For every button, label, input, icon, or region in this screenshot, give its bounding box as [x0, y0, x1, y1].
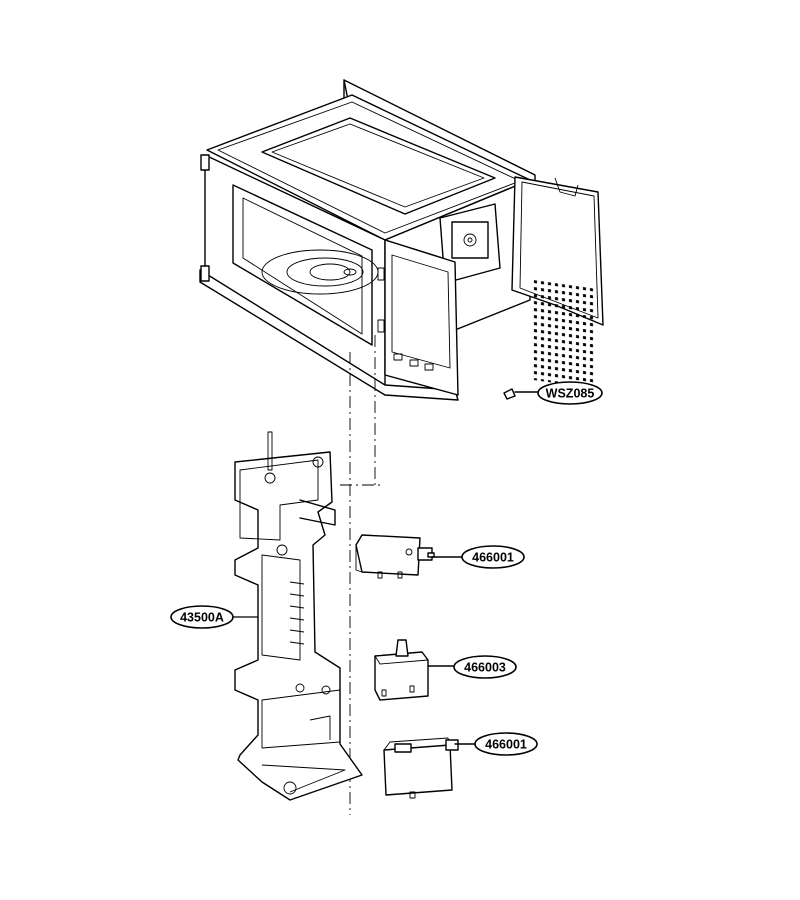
callout-tag-screw: WSZ085	[537, 381, 603, 405]
callout-tag-upper-switch: 466001	[461, 545, 525, 569]
callout-label-monitor-switch: 466003	[464, 661, 506, 675]
upper-interlock-switch-part	[355, 534, 467, 579]
lower-interlock-switch-part	[383, 737, 477, 799]
callout-label-screw: WSZ085	[546, 387, 595, 401]
callout-label-lower-switch: 466001	[485, 738, 527, 752]
screw-part	[503, 388, 539, 400]
callout-tag-monitor-switch: 466003	[453, 655, 517, 679]
callout-label-upper-switch: 466001	[472, 551, 514, 565]
callout-label-latch: 43500A	[180, 611, 224, 625]
callout-tag-latch: 43500A	[170, 605, 234, 629]
callout-tag-lower-switch: 466001	[474, 732, 538, 756]
microwave-cavity-assembly	[199, 79, 604, 401]
monitor-switch-part	[374, 639, 454, 701]
assembly-guide-lines	[340, 335, 380, 815]
latch-bracket-part	[234, 431, 363, 801]
